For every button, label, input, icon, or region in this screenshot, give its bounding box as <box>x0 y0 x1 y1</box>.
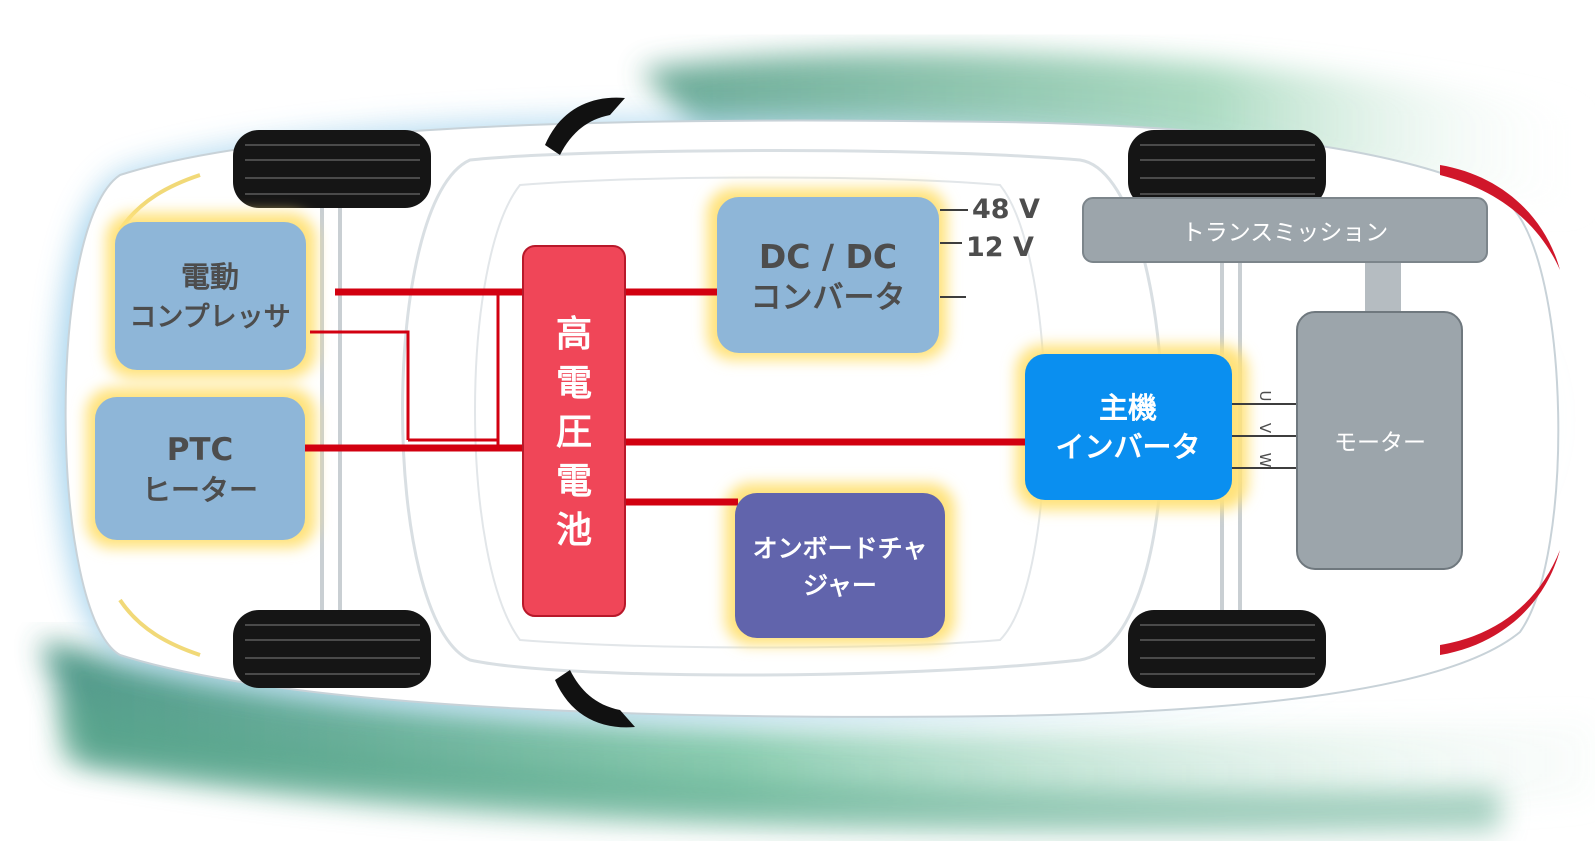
compressor-label-line1: 電動 <box>181 260 239 294</box>
charger-label-line1: オンボードチャ <box>753 534 928 563</box>
charger-label-line2: ジャー <box>803 571 877 600</box>
phase-v-label: V <box>1256 423 1274 434</box>
voltage-12v-label: 12 V <box>966 232 1034 263</box>
dcdc-label-line2: コンバータ <box>751 280 906 316</box>
tire-rear-left <box>1128 130 1326 208</box>
inverter-block: 主機 インバータ <box>1025 354 1232 500</box>
dcdc-converter-block: DC / DC コンバータ <box>717 197 939 353</box>
onboard-charger-block: オンボードチャ ジャー <box>735 493 945 638</box>
car-body-outline <box>56 113 1569 727</box>
phase-w-label: W <box>1256 453 1274 468</box>
tire-front-left <box>233 130 431 208</box>
mirror-top <box>545 97 625 155</box>
transmission-shaft <box>1365 262 1401 312</box>
tire-front-right <box>233 610 431 688</box>
hv-battery-block: 高 電 圧 電 池 <box>522 245 626 617</box>
front-axle <box>320 200 342 625</box>
battery-char-4: 電 <box>556 461 592 502</box>
motor-block: モーター <box>1296 311 1463 570</box>
mirror-bottom <box>555 670 635 728</box>
motor-label: モーター <box>1334 430 1426 456</box>
compressor-label-line2: コンプレッサ <box>129 302 290 333</box>
dcdc-label-line1: DC / DC <box>759 237 897 276</box>
ptc-label-line2: ヒーター <box>142 473 258 507</box>
hv-wiring <box>285 288 1028 506</box>
battery-char-2: 電 <box>556 363 592 404</box>
dcdc-output-lines <box>940 209 968 298</box>
ptc-label-line1: PTC <box>167 432 234 468</box>
phase-labels: U V W <box>1256 391 1274 468</box>
battery-char-1: 高 <box>556 314 592 355</box>
ptc-heater-block: PTC ヒーター <box>95 397 305 540</box>
phase-lines <box>1232 403 1298 469</box>
phase-u-label: U <box>1256 391 1274 402</box>
wire-compressor-thin <box>310 330 410 440</box>
compressor-block: 電動 コンプレッサ <box>115 222 306 370</box>
transmission-label: トランスミッション <box>1182 220 1389 246</box>
tire-rear-right <box>1128 610 1326 688</box>
battery-char-5: 池 <box>556 510 592 551</box>
battery-char-3: 圧 <box>556 412 592 453</box>
voltage-48v-label: 48 V <box>972 194 1040 225</box>
transmission-block: トランスミッション <box>1082 197 1488 263</box>
inverter-label-line1: 主機 <box>1099 391 1157 425</box>
inverter-label-line2: インバータ <box>1055 430 1200 464</box>
